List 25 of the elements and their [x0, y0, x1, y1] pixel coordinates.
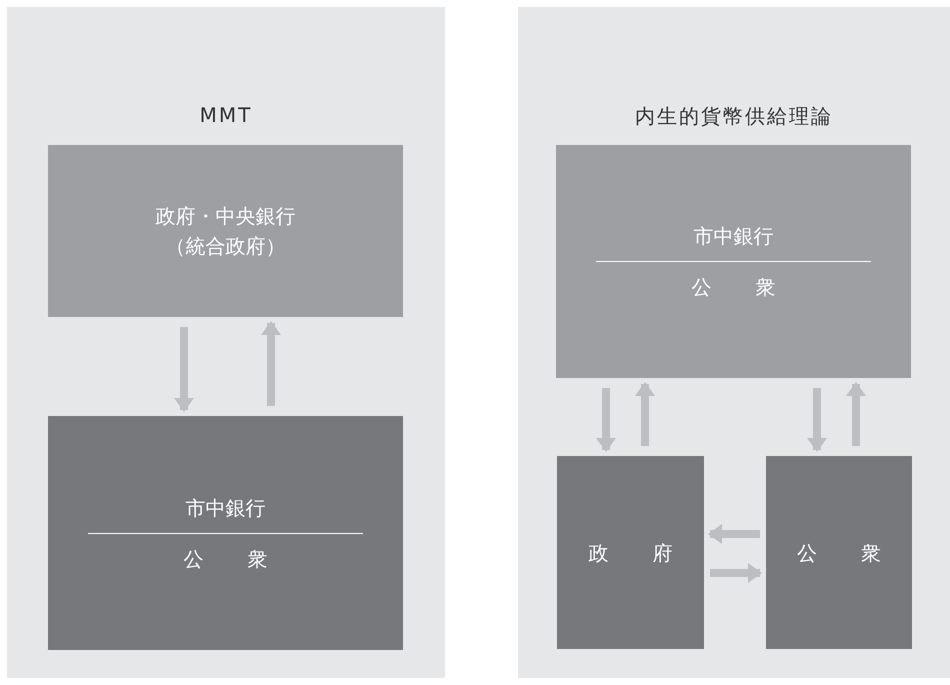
entity-box	[48, 416, 403, 650]
box-label: 公 衆	[692, 274, 788, 301]
box-label: 公 衆	[184, 546, 280, 572]
box-label: 政 府	[588, 540, 684, 566]
panel-heading: 内生的貨幣供給理論	[634, 103, 834, 130]
box-label: 市中銀行	[694, 223, 774, 250]
arrow	[807, 388, 827, 452]
panel-heading: MMT	[198, 103, 254, 127]
arrow	[261, 321, 281, 406]
entity-box	[557, 456, 704, 649]
box-label: 公 衆	[797, 540, 893, 566]
box-label: 政府・中央銀行	[156, 203, 296, 230]
arrow	[635, 382, 655, 446]
arrow	[710, 563, 762, 583]
box-label: （統合政府）	[166, 233, 286, 260]
arrow	[174, 327, 194, 412]
panel-background	[7, 7, 445, 678]
entity-box	[766, 456, 912, 649]
box-label: 市中銀行	[186, 494, 266, 522]
arrow	[708, 524, 760, 544]
arrow	[596, 388, 616, 452]
entity-box	[48, 145, 403, 317]
arrow	[846, 382, 866, 446]
panel-background	[518, 7, 950, 678]
entity-box	[556, 145, 911, 378]
